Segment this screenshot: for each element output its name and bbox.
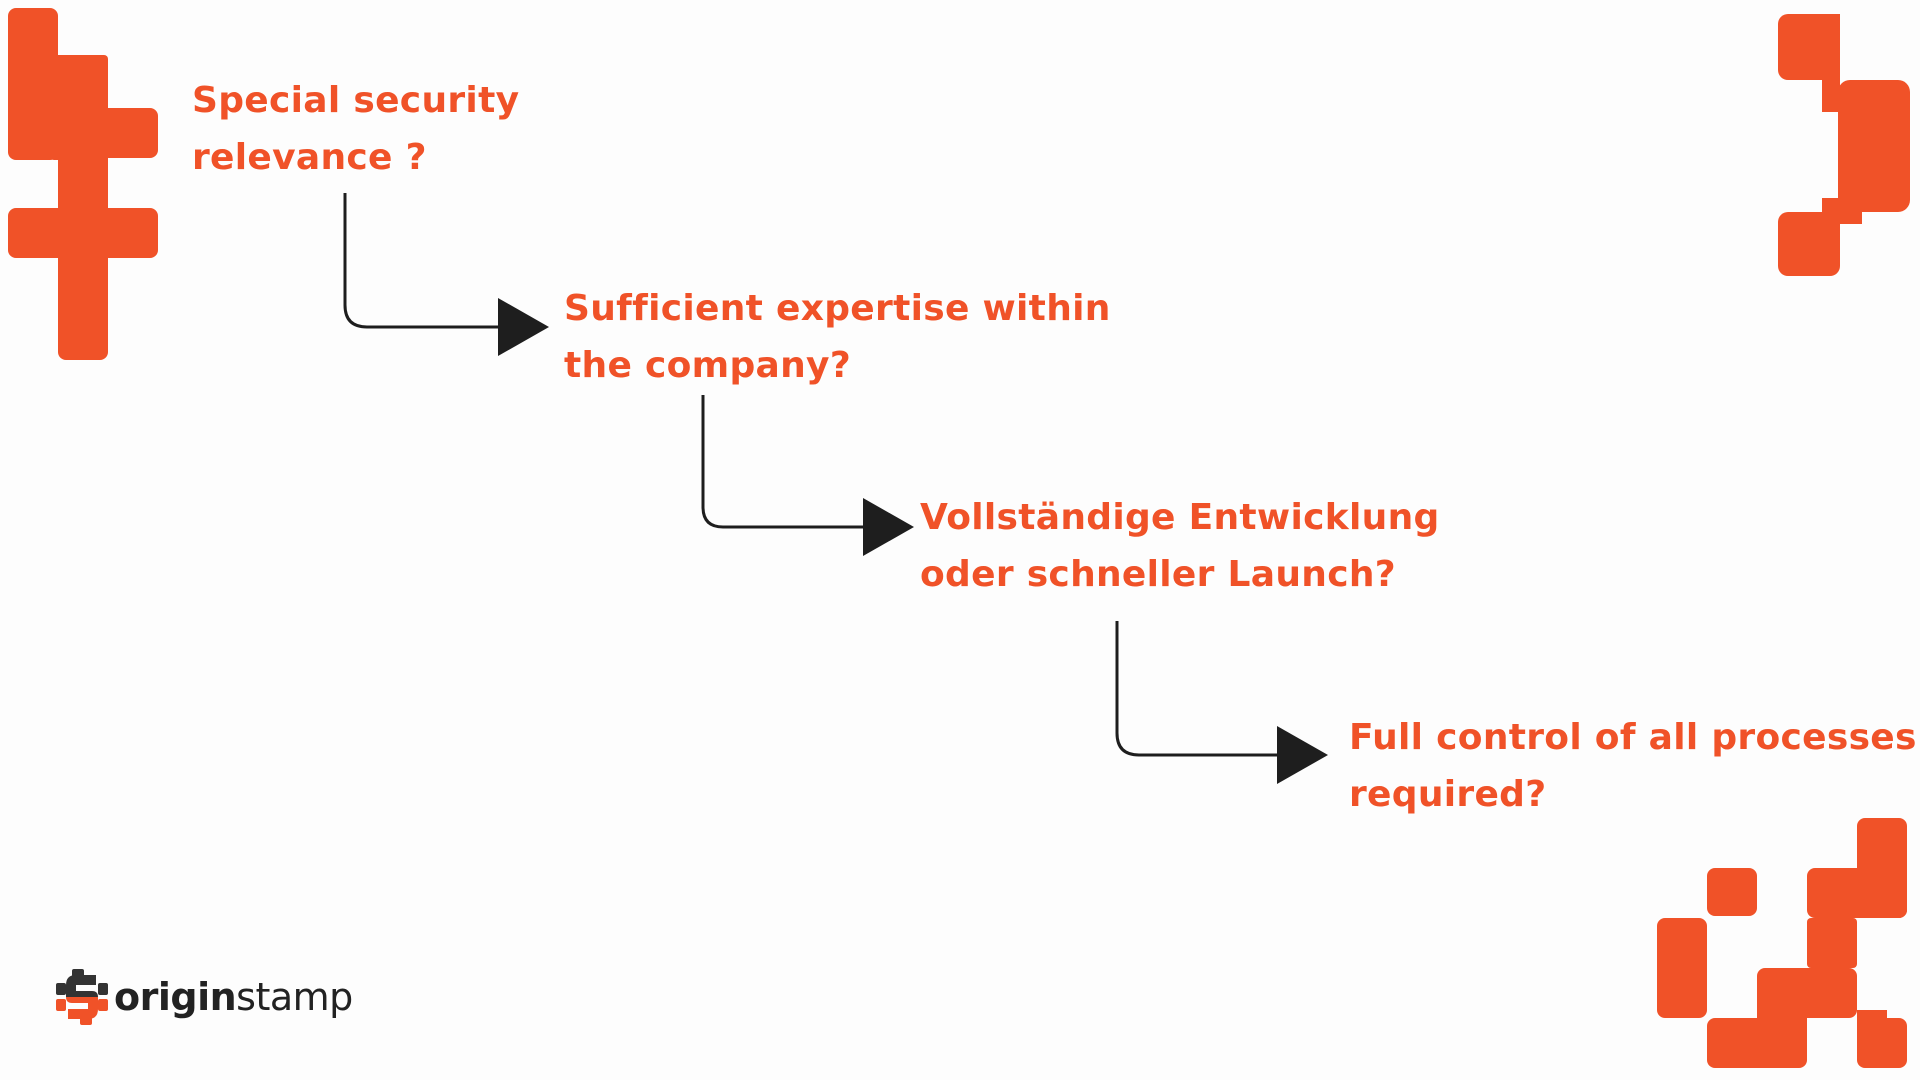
connector-3-line (1115, 621, 1280, 757)
question-development-or-launch: Vollständige Entwicklung oder schneller L… (920, 489, 1440, 603)
question-line: oder schneller Launch? (920, 554, 1396, 595)
question-line: Full control of all processes (1349, 717, 1917, 758)
question-line: the company? (564, 345, 852, 386)
question-line: Vollständige Entwicklung (920, 497, 1440, 538)
question-line: Special security (192, 80, 520, 121)
connector-1-line (343, 193, 502, 329)
logo-wordmark: originstamp (114, 975, 353, 1019)
top-right-pixel-shape (1778, 14, 1910, 276)
connector-3-arrowhead (1277, 726, 1328, 784)
question-line: relevance ? (192, 137, 427, 178)
bottom-right-pixel-shape (1657, 818, 1907, 1068)
originstamp-s-logo-icon (56, 969, 108, 1025)
originstamp-logo: originstamp (56, 968, 353, 1026)
question-line: Sufficient expertise within (564, 288, 1111, 329)
connector-2-line (701, 395, 866, 529)
logo-word-stamp: stamp (236, 975, 353, 1019)
connector-2-arrowhead (863, 498, 914, 556)
top-left-pixel-shape (8, 8, 158, 360)
question-special-security: Special security relevance ? (192, 72, 519, 186)
question-line: required? (1349, 774, 1547, 815)
question-sufficient-expertise: Sufficient expertise within the company? (564, 280, 1111, 394)
logo-word-origin: origin (114, 975, 237, 1019)
connector-1-arrowhead (498, 298, 549, 356)
question-full-control: Full control of all processes required? (1349, 709, 1917, 823)
